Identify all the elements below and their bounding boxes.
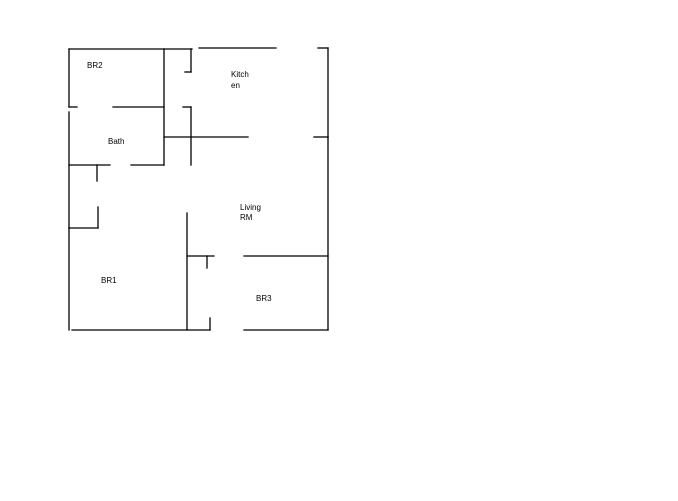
room-label-bath: Bath [108,137,124,146]
room-label-living-line1: Living [240,203,261,212]
room-label-br1: BR1 [101,276,117,285]
room-label-living-line2: RM [240,213,253,222]
walls [68,47,329,331]
room-label-kitchen-line1: Kitch [231,70,249,79]
room-label-br3: BR3 [256,294,272,303]
room-label-br2: BR2 [87,61,103,70]
room-label-kitchen-line2: en [231,81,240,90]
room-labels: BR2 Kitch en Bath Living RM BR1 BR3 [87,61,272,303]
